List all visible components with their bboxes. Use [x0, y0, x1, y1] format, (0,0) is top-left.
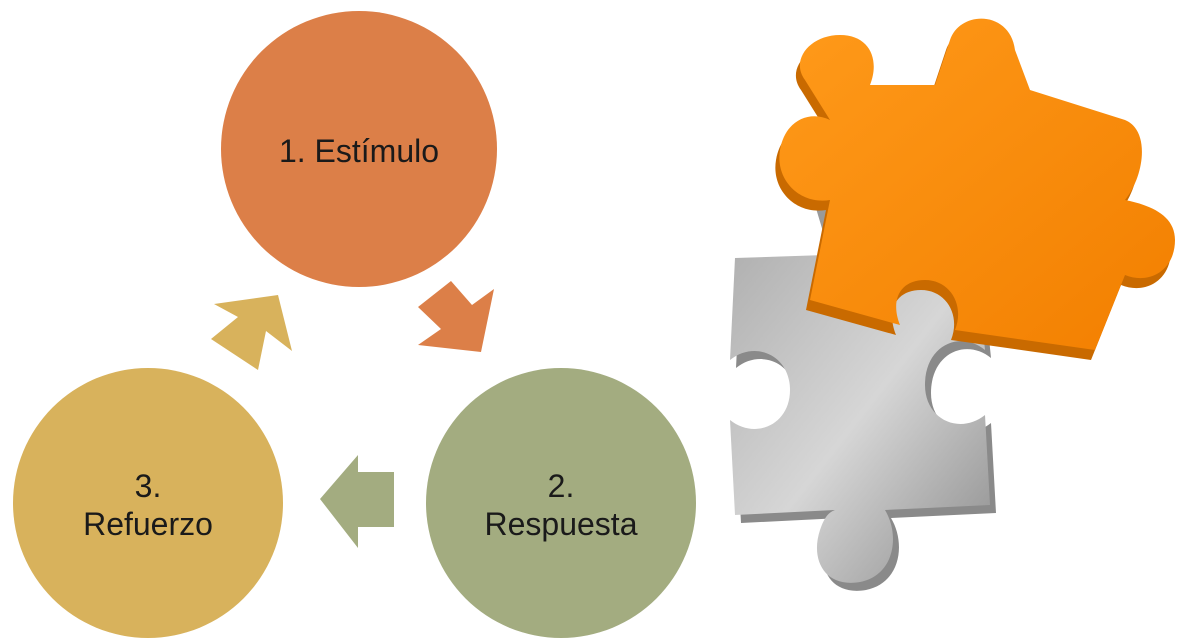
step-response: 2. Respuesta — [426, 368, 696, 638]
step-stimulus: 1. Estímulo — [221, 11, 497, 287]
arrow-stimulus-to-response — [418, 281, 494, 352]
step-stimulus-label: 1. Estímulo — [278, 133, 440, 169]
step-response-label: 2. Respuesta — [484, 468, 638, 542]
orange-puzzle-piece — [779, 18, 1175, 351]
gray-puzzle-piece — [730, 250, 990, 583]
arrow-response-to-reinforcement — [320, 455, 394, 548]
step-reinforcement-label: 3. Refuerzo — [83, 468, 213, 542]
step-reinforcement: 3. Refuerzo — [13, 368, 283, 638]
arrow-reinforcement-to-stimulus — [211, 295, 292, 370]
